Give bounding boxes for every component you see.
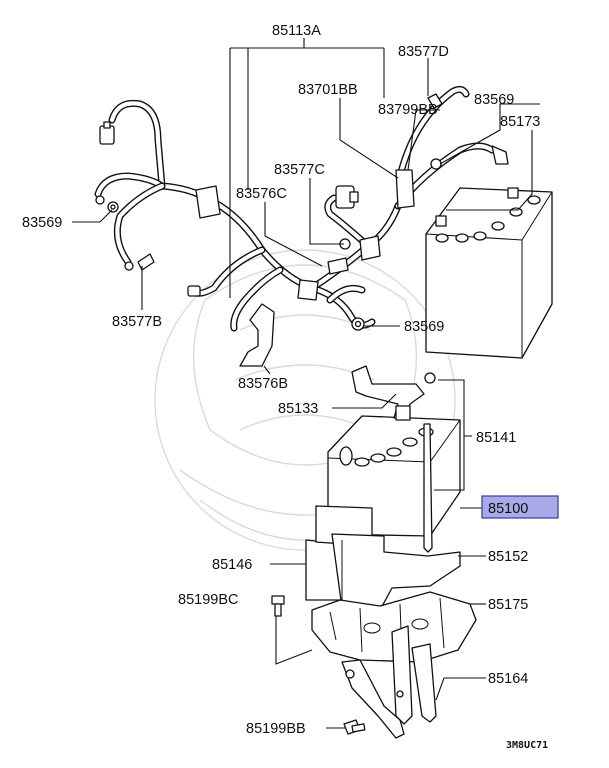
battery-reference <box>425 187 553 359</box>
bracket-83576B <box>239 303 275 367</box>
label-83799BB[interactable]: 83799BB <box>378 102 438 118</box>
label-85141[interactable]: 85141 <box>476 430 516 446</box>
highlight-box-85100 <box>481 495 559 519</box>
diagram-code: 3M8UC71 <box>506 740 548 751</box>
label-85175[interactable]: 85175 <box>488 597 528 613</box>
wiring-harness <box>94 85 509 332</box>
label-85199BC[interactable]: 85199BC <box>178 592 238 608</box>
label-85173[interactable]: 85173 <box>500 114 540 130</box>
label-85113A[interactable]: 85113A <box>272 23 321 39</box>
leader-lines <box>72 38 540 729</box>
label-85199BB[interactable]: 85199BB <box>246 721 306 737</box>
label-85152[interactable]: 85152 <box>488 549 528 565</box>
bracket-85175 <box>311 591 477 663</box>
label-85146[interactable]: 85146 <box>212 557 252 573</box>
label-83577B[interactable]: 83577B <box>112 314 162 330</box>
bolt-85199BC <box>271 595 285 617</box>
label-85164[interactable]: 85164 <box>488 671 528 687</box>
label-85133[interactable]: 85133 <box>278 401 318 417</box>
label-83577C[interactable]: 83577C <box>274 162 325 178</box>
label-83569-top[interactable]: 83569 <box>474 92 514 108</box>
clamp-85133 <box>351 365 436 421</box>
label-83577D[interactable]: 83577D <box>398 44 449 60</box>
fastener-bolts <box>107 93 443 331</box>
label-83576B[interactable]: 83576B <box>238 376 288 392</box>
label-83576C[interactable]: 83576C <box>236 186 287 202</box>
label-85100[interactable]: 85100 <box>488 501 528 517</box>
rod-85141 <box>423 423 433 553</box>
bracket-85164 <box>341 625 437 739</box>
bolt-85199BB <box>343 719 366 735</box>
label-83569-mid[interactable]: 83569 <box>404 319 444 335</box>
label-83701BB[interactable]: 83701BB <box>298 82 358 98</box>
label-83569-left[interactable]: 83569 <box>22 215 62 231</box>
